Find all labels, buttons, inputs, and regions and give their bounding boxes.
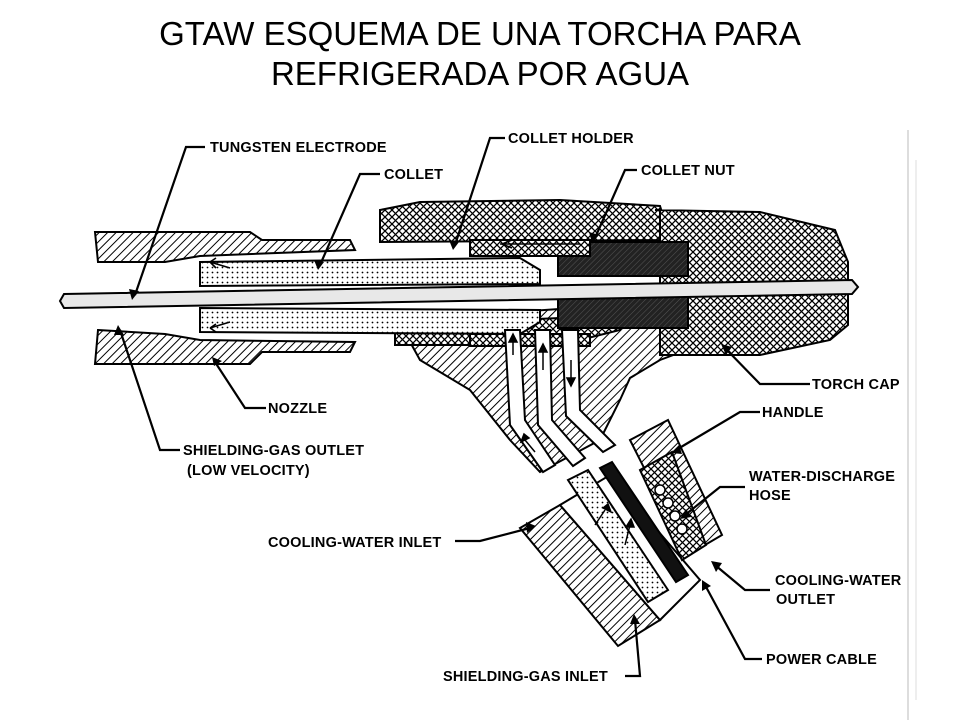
part-labels: TUNGSTEN ELECTRODE COLLET HOLDER COLLET … bbox=[183, 131, 902, 685]
page-edge bbox=[907, 130, 917, 720]
label-nozzle: NOZZLE bbox=[268, 401, 327, 417]
nozzle bbox=[93, 231, 357, 365]
leader-collet bbox=[318, 172, 380, 266]
leader-torch-cap bbox=[724, 347, 810, 386]
water-discharge-hose-coil bbox=[654, 484, 688, 535]
label-cooling-water-outlet: COOLING-WATER bbox=[775, 573, 902, 589]
title-line-1: GTAW ESQUEMA DE UNA TORCHA PARA bbox=[159, 15, 801, 52]
label-collet-nut: COLLET NUT bbox=[641, 163, 735, 179]
label-shielding-gas-inlet: SHIELDING-GAS INLET bbox=[443, 669, 608, 685]
hose-connector-block bbox=[518, 418, 724, 648]
label-power-cable: POWER CABLE bbox=[766, 652, 877, 668]
label-collet-holder: COLLET HOLDER bbox=[508, 131, 634, 147]
leader-shielding-gas-inlet bbox=[625, 619, 642, 678]
leader-cooling-water-inlet bbox=[455, 526, 531, 543]
leader-lines bbox=[114, 136, 810, 678]
label-hose: HOSE bbox=[749, 488, 791, 504]
tungsten-electrode bbox=[58, 278, 860, 310]
leader-power-cable bbox=[704, 584, 762, 661]
label-tungsten-electrode: TUNGSTEN ELECTRODE bbox=[210, 140, 387, 156]
label-outlet: OUTLET bbox=[776, 592, 835, 608]
handle-tubes bbox=[503, 329, 617, 474]
label-water-discharge: WATER-DISCHARGE bbox=[749, 469, 895, 485]
label-cooling-water-inlet: COOLING-WATER INLET bbox=[268, 535, 442, 551]
leader-collet-holder bbox=[453, 136, 505, 246]
gas-flow-arrows bbox=[209, 239, 580, 333]
label-shielding-gas-outlet-note: (LOW VELOCITY) bbox=[187, 463, 310, 479]
collet-assembly bbox=[199, 239, 591, 347]
title-line-2: REFRIGERADA POR AGUA bbox=[270, 55, 690, 92]
leader-collet-nut bbox=[593, 168, 637, 239]
leader-tungsten-electrode bbox=[133, 145, 205, 296]
leader-shielding-gas-outlet bbox=[118, 329, 180, 452]
label-handle: HANDLE bbox=[762, 405, 824, 421]
leader-water-discharge-hose bbox=[684, 485, 745, 516]
label-torch-cap: TORCH CAP bbox=[812, 377, 900, 393]
label-shielding-gas-outlet: SHIELDING-GAS OUTLET bbox=[183, 443, 364, 459]
leader-handle bbox=[675, 410, 760, 451]
slide-title: GTAW ESQUEMA DE UNA TORCHA PARA REFRIGER… bbox=[0, 14, 960, 94]
label-collet: COLLET bbox=[384, 167, 443, 183]
leader-nozzle bbox=[214, 361, 266, 410]
leader-cooling-water-outlet bbox=[714, 564, 770, 592]
